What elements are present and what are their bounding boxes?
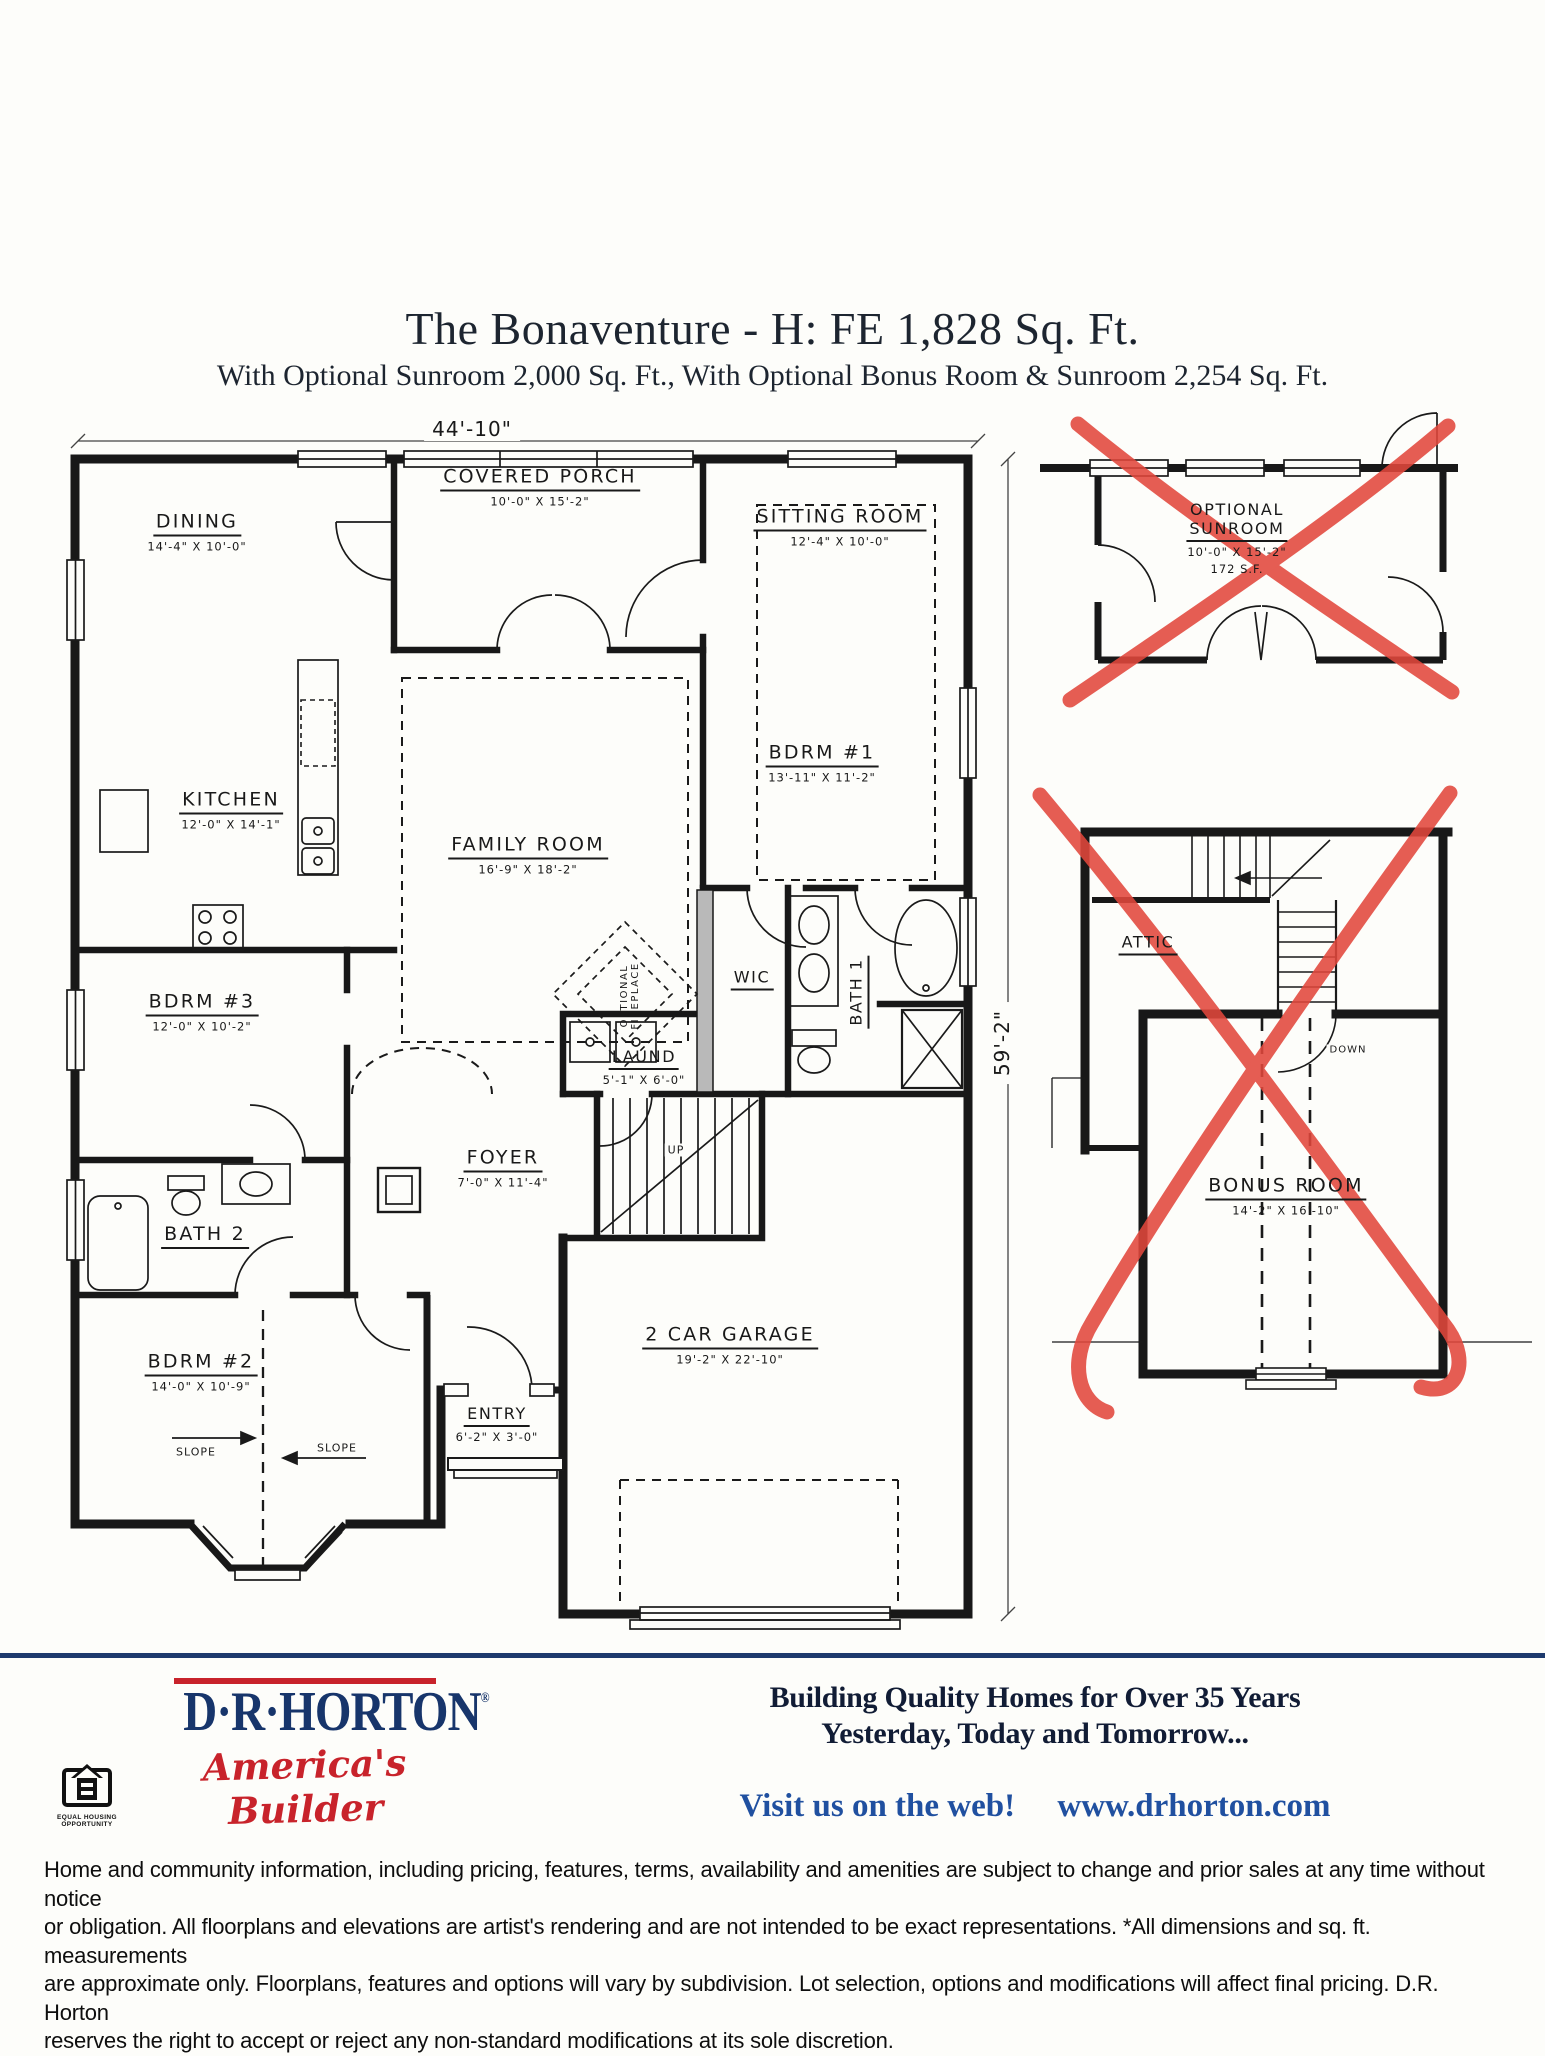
footer-web: Visit us on the web! www.drhorton.com [560,1788,1510,1825]
slogan-line2: Yesterday, Today and Tomorrow... [821,1717,1249,1750]
dim-overall-depth: 59'-2" [990,1001,1014,1085]
flyer-page: The Bonaventure - H: FE 1,828 Sq. Ft. Wi… [0,302,1545,2053]
room-label-optional-sunroom: OPTIONAL SUNROOM 10'-0" X 15'-2" 172 S.F… [1186,500,1288,576]
doors-and-fixtures [87,521,964,1630]
disclaimer-line: or obligation. All floorplans and elevat… [44,1914,1371,1968]
footer-disclaimer: Home and community information, includin… [44,1856,1506,2056]
wic-shelving-strip [696,889,714,1093]
label-slope-right: SLOPE [314,1441,360,1455]
disclaimer-line: reserves the right to accept or reject a… [44,2028,894,2053]
footer-slogan: Building Quality Homes for Over 35 Years… [560,1680,1510,1752]
logo-red-bar [174,1678,436,1684]
label-stairs-down: DOWN [1326,1044,1370,1056]
room-label-wic: WIC [730,968,774,991]
room-label-covered-porch: COVERED PORCH 10'-0" X 15'-2" [440,466,640,509]
interior-walls [71,455,972,1394]
equal-housing-logo: EQUAL HOUSING OPPORTUNITY [52,1760,122,1828]
room-label-bath2: BATH 2 [161,1223,249,1249]
room-label-sitting-room: SITTING ROOM 12'-4" X 10'-0" [753,506,927,549]
room-label-kitchen: KITCHEN 12'-0" X 14'-1" [179,789,283,832]
dashed-lines [261,504,936,1605]
dimension-lines [70,433,1016,1622]
room-label-garage: 2 CAR GARAGE 19'-2" X 22'-10" [642,1324,818,1367]
equal-housing-icon [62,1764,112,1807]
equal-housing-text: EQUAL HOUSING OPPORTUNITY [57,1814,117,1828]
room-label-bdrm1: BDRM #1 13'-11" X 11'-2" [765,742,879,785]
room-label-attic: ATTIC [1118,933,1178,956]
room-label-family-room: FAMILY ROOM 16'-9" X 18'-2" [448,834,608,877]
red-x-marks [1032,416,1467,1420]
drhorton-logo: D·R·HORTON® America's Builder [160,1678,490,1833]
attic-bonus-plan [1051,827,1532,1390]
room-label-foyer: FOYER 7'-0" X 11'-4" [457,1146,549,1190]
room-label-bdrm2: BDRM #2 14'-0" X 10'-9" [144,1351,258,1394]
room-label-entry: ENTRY 6'-2" X 3'-0" [455,1404,539,1444]
web-cta: Visit us on the web! [739,1788,1016,1824]
windows [66,450,977,1261]
room-label-bonus-room: BONUS ROOM 14'-2" X 16'-10" [1205,1175,1367,1218]
logo-brand-text: D·R·HORTON® [183,1681,489,1743]
dim-overall-width: 44'-10" [424,417,520,441]
footer-divider [0,1653,1545,1658]
disclaimer-line: are approximate only. Floorplans, featur… [44,1971,1439,2025]
floor-plan-drawing [66,412,1532,1630]
registered-mark: ® [480,1691,490,1706]
logo-tagline: America's Builder [202,1740,407,1834]
room-label-bdrm3: BDRM #3 12'-0" X 10'-2" [145,991,259,1034]
room-label-laundry: LAUND 5'-1" X 6'-0" [602,1047,686,1087]
room-label-dining: DINING 14'-4" X 10'-0" [147,510,247,554]
slogan-line1: Building Quality Homes for Over 35 Years [769,1681,1301,1714]
plan-title: The Bonaventure - H: FE 1,828 Sq. Ft. [405,303,1140,354]
label-stairs-up: UP [664,1143,688,1157]
disclaimer-line: Home and community information, includin… [44,1857,1485,1911]
label-slope-left: SLOPE [173,1445,219,1459]
plan-subtitle: With Optional Sunroom 2,000 Sq. Ft., Wit… [216,359,1329,392]
web-url: www.drhorton.com [1057,1788,1331,1824]
label-optional-fireplace: OPTIONAL FIREPLACE [619,962,641,1030]
header: The Bonaventure - H: FE 1,828 Sq. Ft. Wi… [0,302,1545,393]
room-label-bath1: BATH 1 [846,955,870,1029]
